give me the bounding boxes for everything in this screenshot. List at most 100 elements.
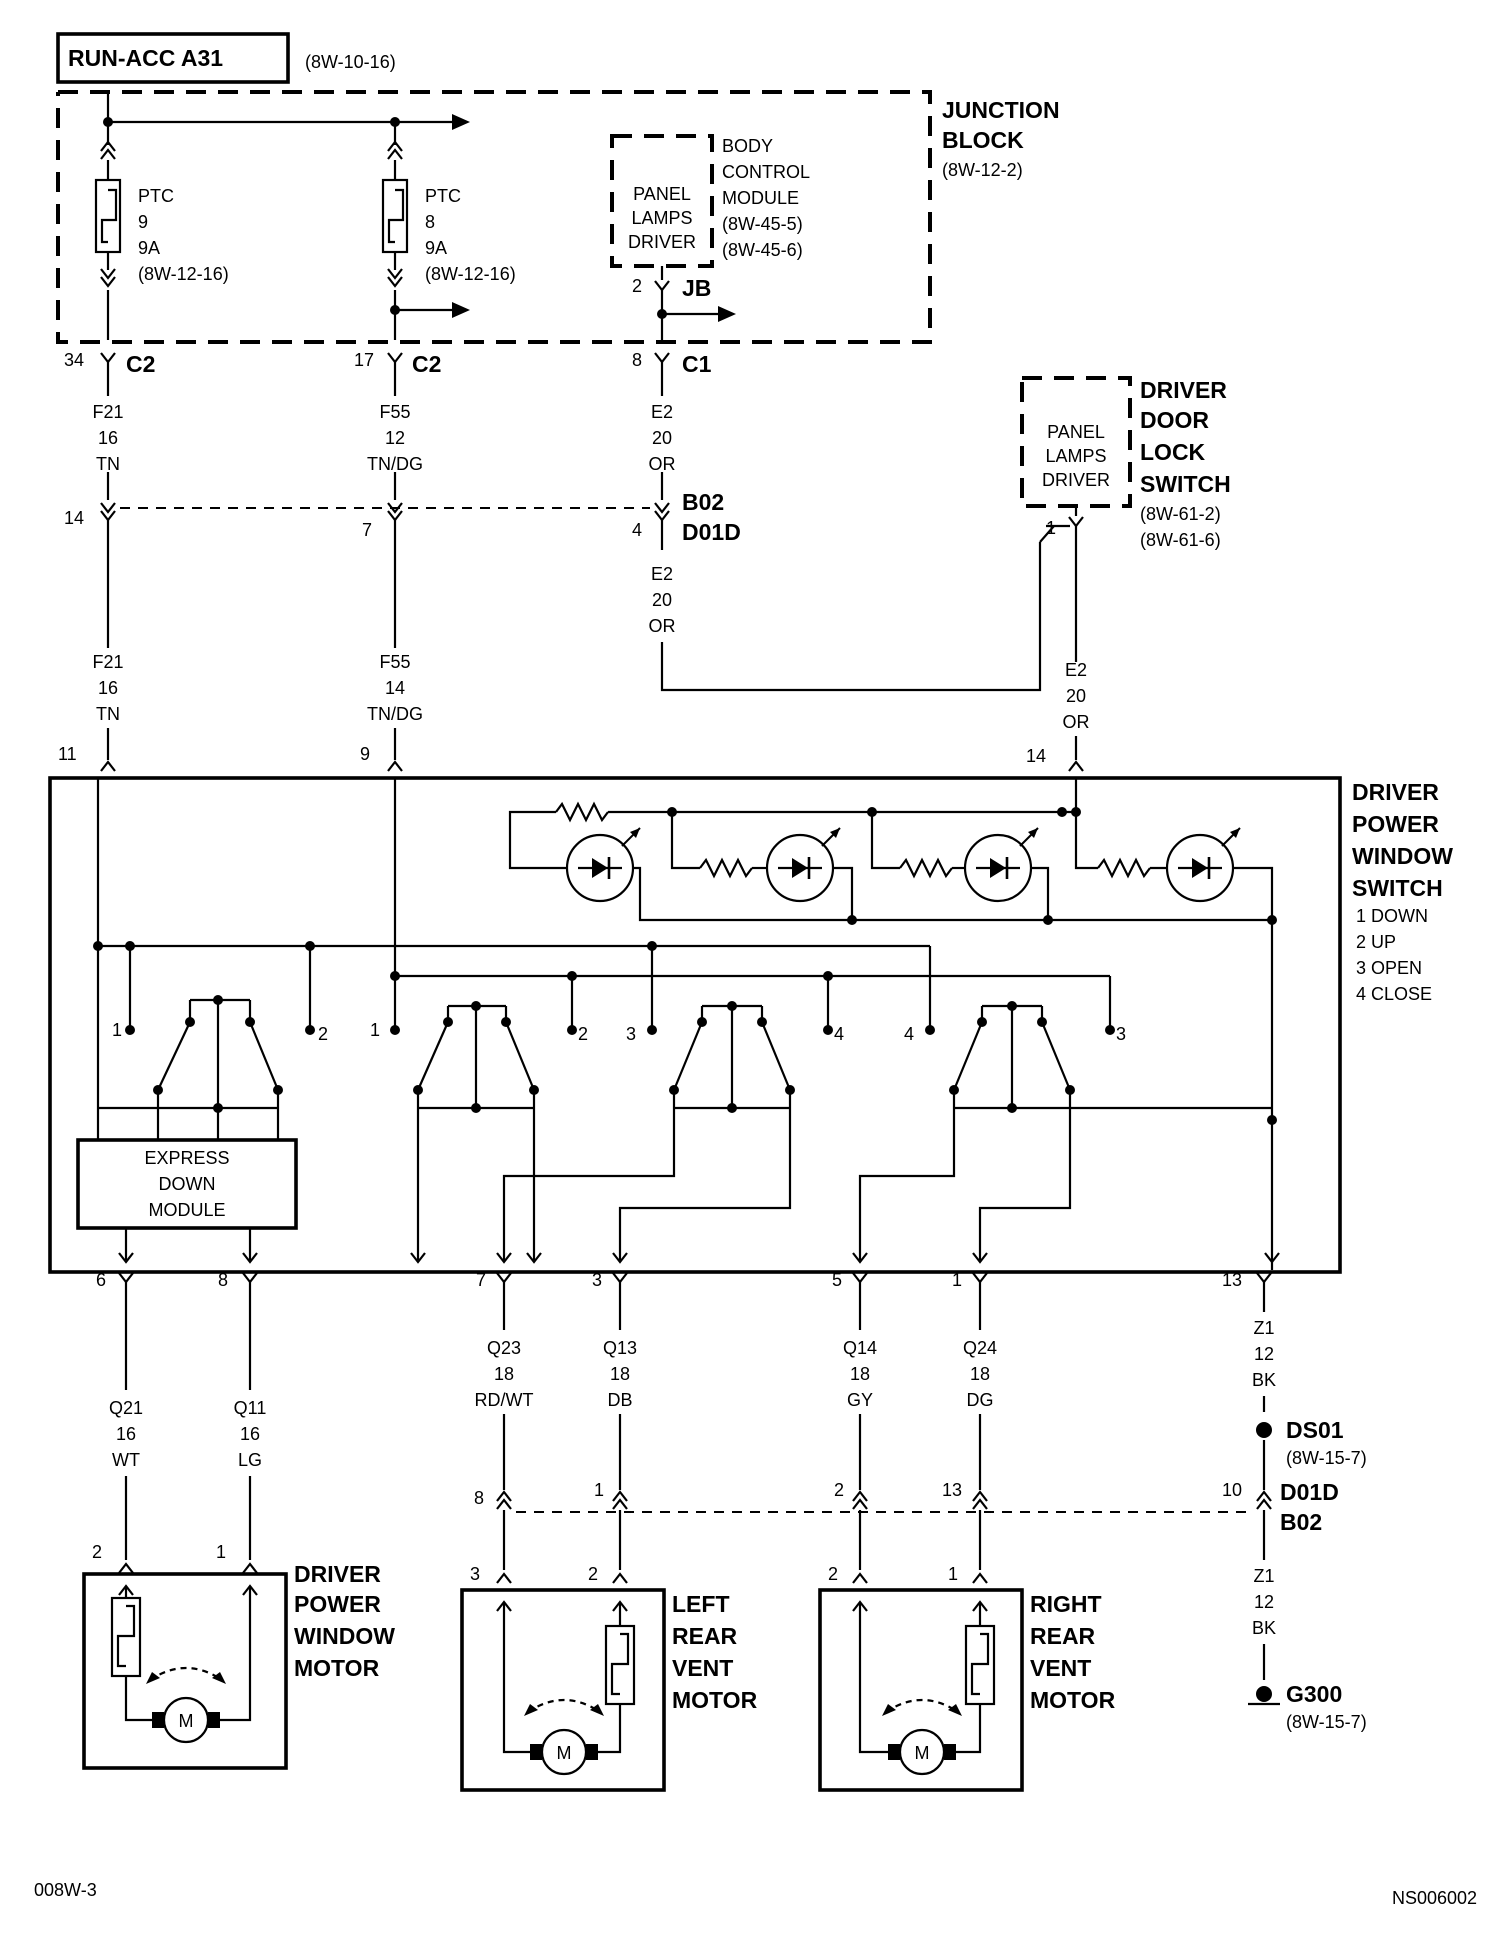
sw-in-11: 11 bbox=[58, 744, 77, 764]
e2b-col: OR bbox=[649, 616, 676, 636]
lrv-p3: 3 bbox=[470, 1564, 480, 1584]
dpw-m: M bbox=[179, 1711, 194, 1731]
ptc2-l4: (8W-12-16) bbox=[425, 264, 516, 284]
f21a-col: TN bbox=[96, 454, 120, 474]
bcm-n3: MODULE bbox=[722, 188, 799, 208]
footer-left: 008W-3 bbox=[34, 1880, 97, 1900]
bcm-d2: LAMPS bbox=[631, 208, 692, 228]
d01d-n2: B02 bbox=[1280, 1509, 1322, 1535]
rrv-n3: VENT bbox=[1030, 1655, 1091, 1681]
dl-r2: (8W-61-6) bbox=[1140, 530, 1221, 550]
lrv-n3: VENT bbox=[672, 1655, 733, 1681]
out-p8: 8 bbox=[218, 1270, 228, 1290]
out-p5: 5 bbox=[832, 1270, 842, 1290]
c2-a: C2 bbox=[126, 351, 155, 377]
ptc2-l1: PTC bbox=[425, 186, 461, 206]
dpw-n4: MOTOR bbox=[294, 1655, 380, 1681]
e2c-c: E2 bbox=[1065, 660, 1087, 680]
out-p3: 3 bbox=[592, 1270, 602, 1290]
e2a-g: 20 bbox=[652, 428, 672, 448]
b02-n1: B02 bbox=[682, 489, 724, 515]
d01d-p1: 1 bbox=[594, 1480, 604, 1500]
dl-pin: 1 bbox=[1046, 518, 1056, 538]
dl-d2: LAMPS bbox=[1045, 446, 1106, 466]
contact-a1: 1 bbox=[112, 1020, 122, 1040]
jb-ref: (8W-12-2) bbox=[942, 160, 1023, 180]
bcm-n2: CONTROL bbox=[722, 162, 810, 182]
contact-a2: 2 bbox=[318, 1024, 328, 1044]
e2b-g: 20 bbox=[652, 590, 672, 610]
sw-in-9: 9 bbox=[360, 744, 370, 764]
rrv-m: M bbox=[915, 1743, 930, 1763]
q11-c: Q11 bbox=[234, 1398, 267, 1418]
jb-title-2: BLOCK bbox=[942, 127, 1024, 153]
b02-p14: 14 bbox=[64, 508, 84, 528]
pws-n3: WINDOW bbox=[1352, 843, 1453, 869]
out-p13: 13 bbox=[1222, 1270, 1242, 1290]
c2-b: C2 bbox=[412, 351, 441, 377]
ds01-ref: (8W-15-7) bbox=[1286, 1448, 1367, 1468]
f55a-col: TN/DG bbox=[367, 454, 423, 474]
contact-b2: 2 bbox=[578, 1024, 588, 1044]
rrv-n2: REAR bbox=[1030, 1623, 1096, 1649]
express-down-module bbox=[76, 1138, 298, 1230]
e2a-col: OR bbox=[649, 454, 676, 474]
q24-col: DG bbox=[967, 1390, 994, 1410]
rrv-n4: MOTOR bbox=[1030, 1687, 1116, 1713]
ds01-n: DS01 bbox=[1286, 1417, 1344, 1443]
contact-d3: 3 bbox=[1116, 1024, 1126, 1044]
out-p7: 7 bbox=[476, 1270, 486, 1290]
d01d-n1: D01D bbox=[1280, 1479, 1339, 1505]
c-pin-17: 17 bbox=[354, 350, 374, 370]
bcm-r2: (8W-45-6) bbox=[722, 240, 803, 260]
d01d-p13: 13 bbox=[942, 1480, 962, 1500]
g300-ref: (8W-15-7) bbox=[1286, 1712, 1367, 1732]
c-pin-8: 8 bbox=[632, 350, 642, 370]
d01d-p8: 8 bbox=[474, 1488, 484, 1508]
q23-c: Q23 bbox=[487, 1338, 521, 1358]
source-ref: (8W-10-16) bbox=[305, 52, 396, 72]
f21a-c: F21 bbox=[92, 402, 123, 422]
z1b-c: Z1 bbox=[1253, 1566, 1274, 1586]
pws-n2: POWER bbox=[1352, 811, 1439, 837]
dpw-n2: POWER bbox=[294, 1591, 381, 1617]
contact-c3: 3 bbox=[626, 1024, 636, 1044]
ptc1-l3: 9A bbox=[138, 238, 160, 258]
jb-title-1: JUNCTION bbox=[942, 97, 1060, 123]
pws-n4: SWITCH bbox=[1352, 875, 1443, 901]
q23-col: RD/WT bbox=[475, 1390, 534, 1410]
footer-right: NS006002 bbox=[1392, 1888, 1477, 1908]
f21b-g: 16 bbox=[98, 678, 118, 698]
dl-d1: PANEL bbox=[1047, 422, 1105, 442]
pws-m4: 4 CLOSE bbox=[1356, 984, 1432, 1004]
dpw-n3: WINDOW bbox=[294, 1623, 395, 1649]
e2c-col: OR bbox=[1063, 712, 1090, 732]
contact-c4: 4 bbox=[834, 1024, 844, 1044]
d01d-p10: 10 bbox=[1222, 1480, 1242, 1500]
sw-in-14: 14 bbox=[1026, 746, 1046, 766]
b02-p4: 4 bbox=[632, 520, 642, 540]
q14-col: GY bbox=[847, 1390, 873, 1410]
dl-r1: (8W-61-2) bbox=[1140, 504, 1221, 524]
q11-g: 16 bbox=[240, 1424, 260, 1444]
out-p1: 1 bbox=[952, 1270, 962, 1290]
lrv-m: M bbox=[557, 1743, 572, 1763]
rrv-p1: 1 bbox=[948, 1564, 958, 1584]
q24-c: Q24 bbox=[963, 1338, 997, 1358]
dpw-p1: 1 bbox=[216, 1542, 226, 1562]
e2a-c: E2 bbox=[651, 402, 673, 422]
pws-n1: DRIVER bbox=[1352, 779, 1439, 805]
ptc2-l2: 8 bbox=[425, 212, 435, 232]
dl-n1: DRIVER bbox=[1140, 377, 1227, 403]
q21-g: 16 bbox=[116, 1424, 136, 1444]
bcm-d3: DRIVER bbox=[628, 232, 696, 252]
f55b-col: TN/DG bbox=[367, 704, 423, 724]
z1a-g: 12 bbox=[1254, 1344, 1274, 1364]
f21b-c: F21 bbox=[92, 652, 123, 672]
express-l1: EXPRESS bbox=[144, 1148, 229, 1168]
q21-col: WT bbox=[112, 1450, 140, 1470]
pws-m1: 1 DOWN bbox=[1356, 906, 1428, 926]
c-pin-34: 34 bbox=[64, 350, 84, 370]
source-label: RUN-ACC A31 bbox=[68, 45, 223, 71]
q13-c: Q13 bbox=[603, 1338, 637, 1358]
